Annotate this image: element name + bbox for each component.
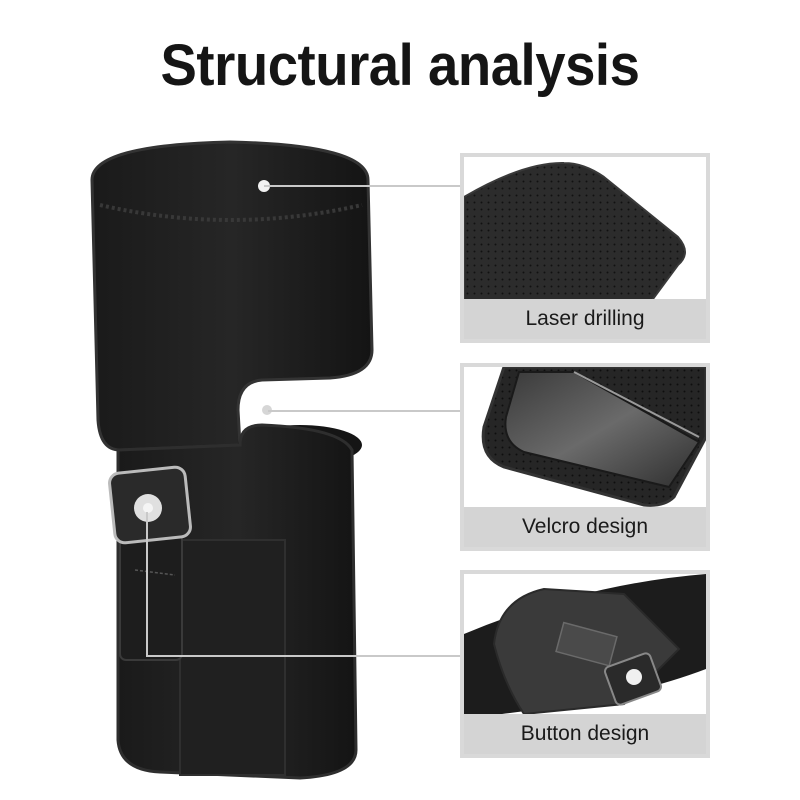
button-design-label: Button design [464, 714, 706, 754]
detail-panel-velcro-design: Velcro design [460, 363, 710, 551]
velcro-design-image [464, 367, 706, 507]
product-image [90, 140, 374, 780]
callout-line-button-h [146, 655, 460, 657]
laser-drilling-image [464, 157, 706, 299]
callout-line-laser [264, 185, 460, 187]
detail-panel-button-design: Button design [460, 570, 710, 758]
laser-drilling-label: Laser drilling [464, 299, 706, 339]
callout-line-button-v [146, 512, 148, 657]
button-design-image [464, 574, 706, 714]
page-title: Structural analysis [160, 33, 640, 98]
detail-panel-laser-drilling: Laser drilling [460, 153, 710, 343]
velcro-design-label: Velcro design [464, 507, 706, 547]
callout-line-velcro [268, 410, 460, 412]
callout-dot-velcro [262, 405, 272, 415]
